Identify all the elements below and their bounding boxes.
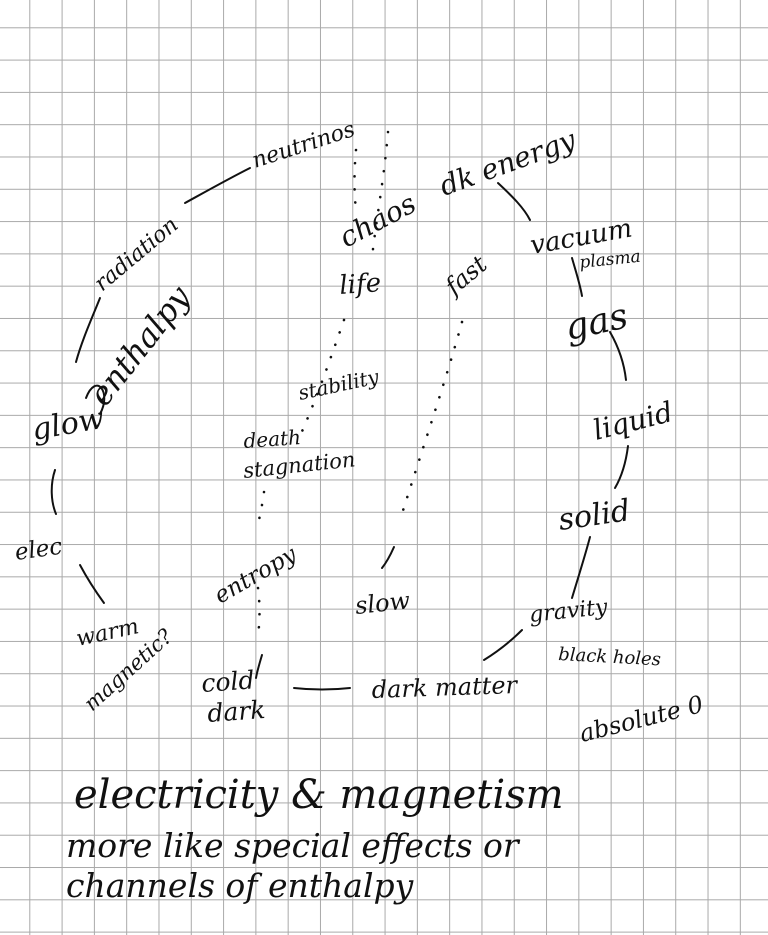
connector-radiation-neutrinos: [184, 167, 251, 204]
connector-cold-stroke: [255, 654, 263, 679]
dotted-connector-fast-slow: [398, 320, 464, 522]
connector-slow-stroke: [381, 546, 395, 569]
label-gas: gas: [561, 296, 631, 349]
label-slow: slow: [354, 586, 412, 620]
note-line-1: electricity & magnetism: [74, 772, 564, 818]
label-elec: elec: [13, 534, 64, 566]
label-cold: cold: [200, 665, 255, 698]
label-gravity: gravity: [528, 595, 609, 628]
connector-solid-gravity: [571, 536, 591, 599]
label-glow: glow: [29, 401, 107, 448]
label-stability: stability: [296, 364, 381, 405]
label-dark-matter: dark matter: [371, 671, 519, 704]
note-line-3: channels of enthalpy: [66, 866, 414, 905]
connector-vacuum-gas: [571, 257, 583, 297]
connector-elec-warm: [79, 564, 105, 604]
label-dk-energy: dk energy: [435, 123, 581, 203]
label-neutrinos: neutrinos: [249, 117, 358, 174]
label-death: death: [243, 425, 302, 453]
label-liquid: liquid: [590, 395, 676, 447]
dotted-connector-stagnation-entropy: [254, 490, 266, 532]
label-warm: warm: [74, 614, 141, 652]
dotted-connector-life-stagnation: [298, 318, 346, 438]
label-solid: solid: [556, 493, 632, 538]
dotted-connector-entropy-cold: [256, 586, 261, 638]
label-dark: dark: [206, 695, 266, 728]
connector-gas-liquid: [609, 331, 627, 381]
label-stagnation: stagnation: [242, 447, 356, 483]
dotted-connector-neutrinos-chaos: [353, 148, 358, 212]
note-line-2: more like special effects or: [66, 826, 519, 865]
connector-glow-elec: [50, 469, 57, 515]
connector-dk-energy-vacuum: [497, 182, 531, 221]
label-entropy: entropy: [210, 541, 302, 609]
label-black-holes: black holes: [558, 644, 662, 670]
label-life: life: [338, 268, 382, 301]
enthalpy-swoosh: [85, 384, 106, 415]
label-absolute-zero: absolute 0: [577, 690, 706, 748]
connector-gravity-dark-matter: [483, 629, 523, 661]
label-fast: fast: [438, 250, 492, 302]
connector-liquid-solid: [614, 445, 629, 489]
connector-dark-matter-cold: [293, 687, 351, 691]
connector-glow-radiation: [75, 297, 101, 363]
label-chaos: chaos: [334, 187, 422, 254]
